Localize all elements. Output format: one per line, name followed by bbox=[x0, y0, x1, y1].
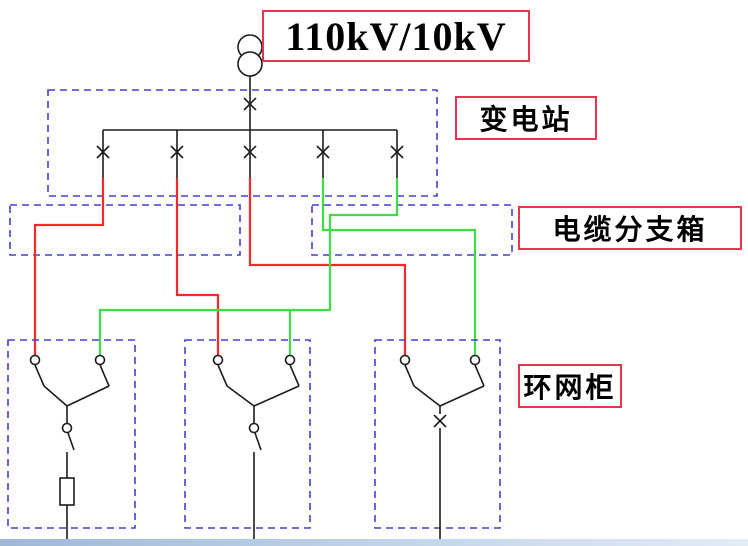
load-break-switch-icon bbox=[29, 354, 41, 366]
ring-main-unit-label: 环网柜 bbox=[518, 364, 622, 408]
feeder-disconnector-x-icons bbox=[96, 145, 404, 159]
cable-branch-box-left-boundary bbox=[9, 204, 241, 256]
green-cable-2 bbox=[98, 178, 399, 356]
cable-branch-box-label: 电缆分支箱 bbox=[518, 206, 742, 250]
rmu1 bbox=[29, 354, 110, 540]
red-cable-2 bbox=[175, 178, 220, 356]
bottom-decorative-strip bbox=[0, 539, 748, 546]
transformer-icon bbox=[237, 34, 263, 77]
rmu3 bbox=[399, 354, 485, 540]
load-break-switch-icon bbox=[61, 422, 73, 434]
rmu2-boundary bbox=[184, 339, 311, 529]
disconnector-x-icon bbox=[433, 414, 447, 428]
red-cable-1 bbox=[33, 178, 105, 356]
load-break-switch-icon bbox=[399, 354, 411, 366]
load-break-switch-icon bbox=[94, 354, 106, 366]
rmu2 bbox=[212, 354, 300, 540]
substation-label: 变电站 bbox=[455, 96, 597, 140]
feeder-lines bbox=[102, 130, 398, 178]
load-break-switch-icon bbox=[284, 354, 296, 366]
load-break-switch-icon bbox=[469, 354, 481, 366]
green-cable-1 bbox=[321, 178, 477, 356]
rmu1-boundary bbox=[7, 339, 136, 529]
substation-boundary bbox=[47, 89, 438, 197]
green-cables bbox=[98, 178, 477, 356]
load-break-switch-icon bbox=[248, 422, 260, 434]
cable-branch-box-right-boundary bbox=[311, 204, 513, 256]
load-break-switch-icon bbox=[212, 354, 224, 366]
red-cables bbox=[33, 178, 407, 356]
fuse-icon bbox=[59, 477, 75, 506]
disconnector-x-icon bbox=[243, 97, 257, 111]
voltage-title-label: 110kV/10kV bbox=[262, 10, 530, 62]
red-cable-3 bbox=[248, 178, 407, 356]
rmu3-boundary bbox=[374, 339, 501, 529]
